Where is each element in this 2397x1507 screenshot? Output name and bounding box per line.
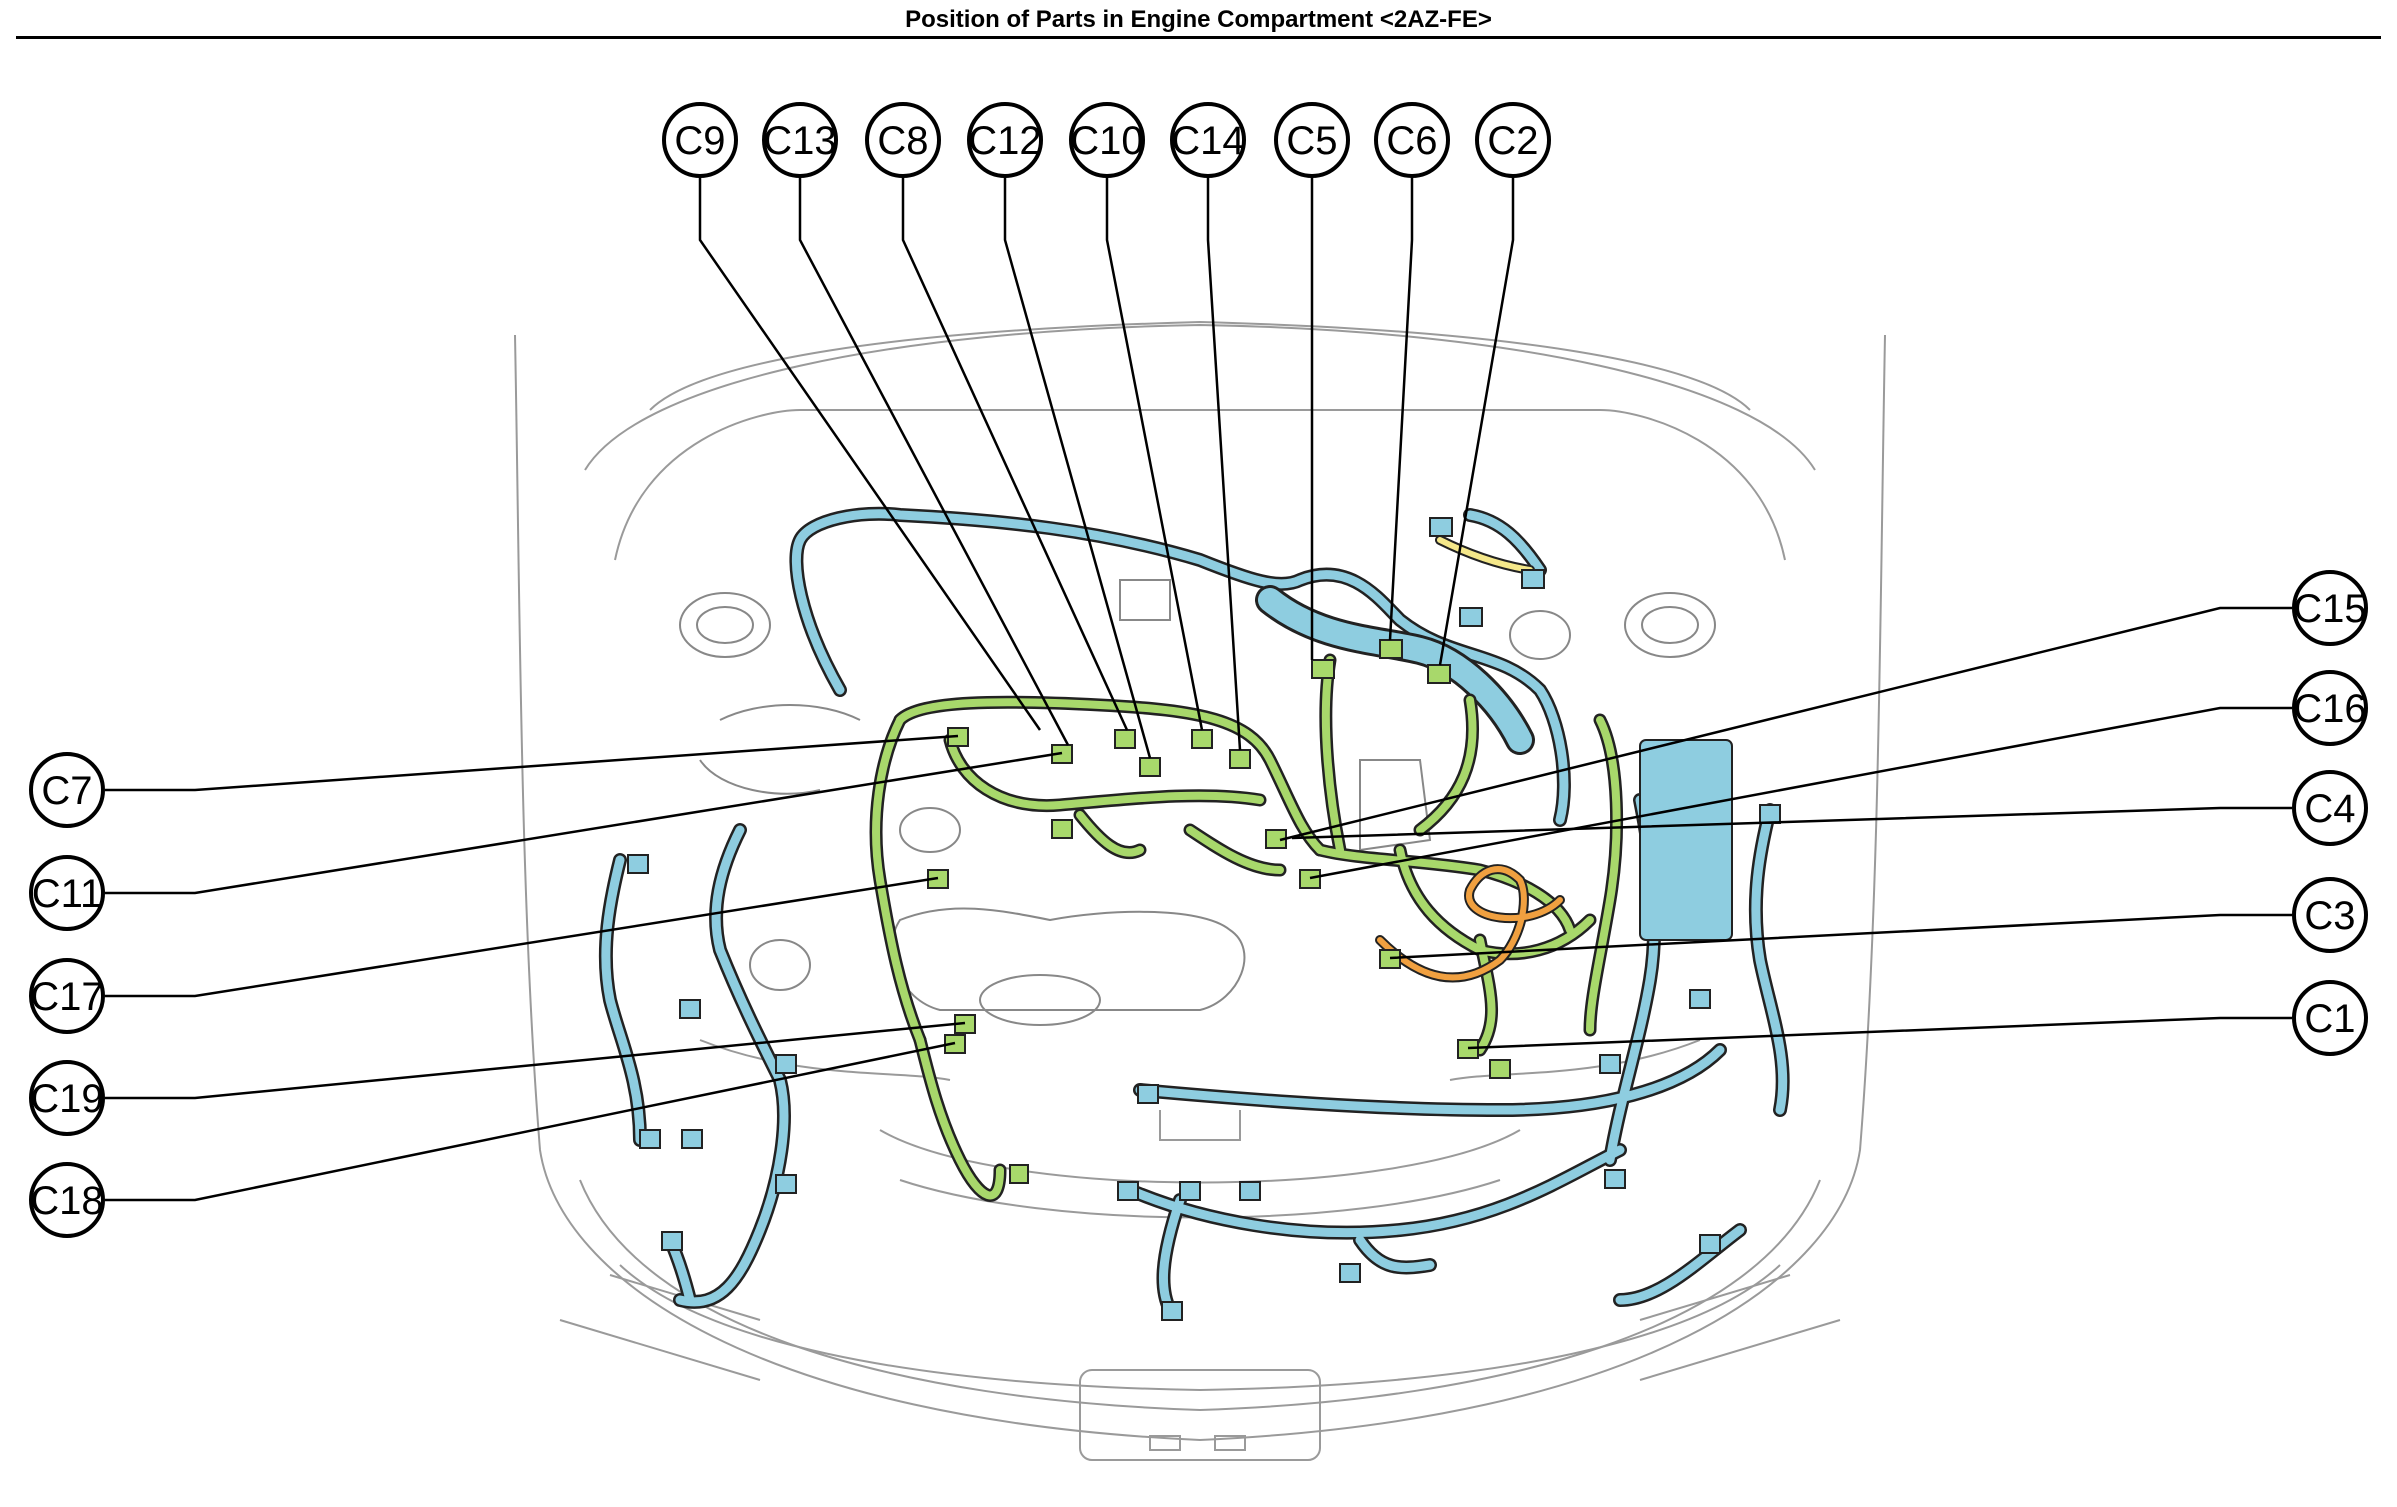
- svg-text:C15: C15: [2293, 587, 2366, 631]
- svg-text:C14: C14: [1171, 119, 1244, 163]
- harness-blue: [598, 506, 1790, 1317]
- callout-c11: C11: [29, 855, 105, 931]
- connectors: [627, 517, 1781, 1321]
- vehicle-body-outline: [514, 320, 1886, 1461]
- svg-text:C5: C5: [1286, 119, 1337, 163]
- callout-c3: C3: [2292, 877, 2368, 953]
- svg-text:C17: C17: [30, 975, 103, 1019]
- callout-c1: C1: [2292, 980, 2368, 1056]
- svg-text:C16: C16: [2293, 687, 2366, 731]
- svg-text:C18: C18: [30, 1179, 103, 1223]
- callout-c12: C12: [967, 102, 1043, 178]
- svg-text:C9: C9: [674, 119, 725, 163]
- callout-c10: C10: [1069, 102, 1145, 178]
- callout-c15: C15: [2292, 570, 2368, 646]
- callout-c4: C4: [2292, 770, 2368, 846]
- svg-text:C19: C19: [30, 1077, 103, 1121]
- leader-lines: [105, 115, 2292, 1202]
- engine-outlines: [679, 579, 1716, 1026]
- svg-text:C8: C8: [877, 119, 928, 163]
- svg-text:C12: C12: [968, 119, 1041, 163]
- callout-c14: C14: [1170, 102, 1246, 178]
- callout-c19: C19: [29, 1060, 105, 1136]
- callout-c7: C7: [29, 752, 105, 828]
- callout-c2: C2: [1475, 102, 1551, 178]
- callout-c17: C17: [29, 958, 105, 1034]
- callout-c16: C16: [2292, 670, 2368, 746]
- svg-text:C4: C4: [2304, 787, 2355, 831]
- callout-c5: C5: [1274, 102, 1350, 178]
- svg-text:C13: C13: [763, 119, 836, 163]
- callouts: C9 C13 C8 C12 C10 C14 C5 C6: [29, 102, 2368, 1238]
- harness-green: [869, 653, 1624, 1202]
- title-rule: [16, 36, 2381, 39]
- svg-text:C11: C11: [32, 872, 102, 916]
- svg-text:C1: C1: [2304, 997, 2355, 1041]
- callout-c9: C9: [662, 102, 738, 178]
- harness-orange: [1375, 535, 1565, 983]
- callout-c13: C13: [762, 102, 838, 178]
- svg-text:C7: C7: [41, 769, 92, 813]
- callout-c8: C8: [865, 102, 941, 178]
- callout-c6: C6: [1374, 102, 1450, 178]
- svg-text:C10: C10: [1070, 119, 1143, 163]
- svg-text:C2: C2: [1487, 119, 1538, 163]
- page-title: Position of Parts in Engine Compartment …: [905, 6, 1492, 33]
- svg-text:C6: C6: [1386, 119, 1437, 163]
- svg-text:C3: C3: [2304, 894, 2355, 938]
- callout-c18: C18: [29, 1162, 105, 1238]
